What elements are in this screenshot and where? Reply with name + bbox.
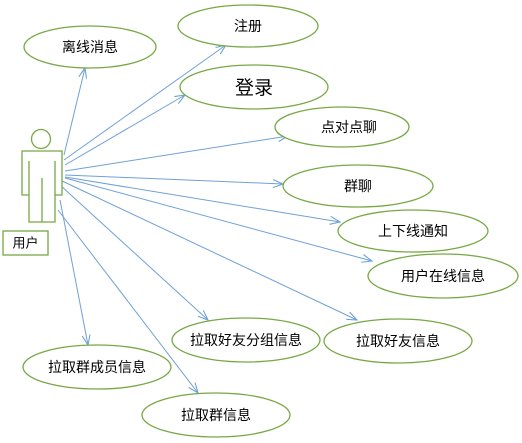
use-case-group-info: 拉取群信息 bbox=[141, 392, 291, 438]
use-case-group-chat: 群聊 bbox=[282, 164, 434, 208]
arrow-to-online-notify bbox=[64, 176, 340, 222]
use-case-online-notify-label: 上下线通知 bbox=[378, 223, 448, 240]
use-case-group-info-label: 拉取群信息 bbox=[181, 407, 251, 424]
use-case-offline-message-label: 离线消息 bbox=[62, 39, 118, 56]
use-case-group-member-info-label: 拉取群成员信息 bbox=[48, 359, 146, 376]
use-case-p2p-chat-label: 点对点聊 bbox=[321, 120, 377, 136]
use-case-register: 注册 bbox=[177, 4, 319, 48]
use-case-p2p-chat: 点对点聊 bbox=[274, 106, 410, 148]
use-case-login-label: 登录 bbox=[235, 77, 273, 99]
arrow-to-online-info bbox=[64, 177, 372, 261]
arrow-to-friend-group-info bbox=[59, 184, 208, 320]
actor-label-box bbox=[2, 230, 49, 256]
use-case-friend-group-info: 拉取好友分组信息 bbox=[171, 317, 321, 363]
use-case-friend-info: 拉取好友信息 bbox=[323, 318, 473, 364]
use-case-online-info-label: 用户在线信息 bbox=[401, 268, 485, 285]
use-case-offline-message: 离线消息 bbox=[23, 25, 157, 69]
association-arrows bbox=[57, 45, 372, 393]
arrow-to-group-member-info bbox=[59, 199, 88, 345]
use-case-group-member-info: 拉取群成员信息 bbox=[22, 344, 172, 390]
use-case-online-notify: 上下线通知 bbox=[337, 209, 489, 253]
actor-head bbox=[30, 128, 52, 150]
arrow-to-group-info bbox=[57, 209, 198, 393]
arrow-to-friend-info bbox=[59, 179, 357, 320]
use-case-friend-group-info-label: 拉取好友分组信息 bbox=[190, 332, 302, 349]
arrow-to-p2p-chat bbox=[64, 136, 288, 172]
use-case-register-label: 注册 bbox=[234, 19, 262, 35]
arrow-to-offline-msg bbox=[63, 68, 85, 156]
arrow-to-login bbox=[64, 95, 185, 166]
use-cases: 离线消息 注册 登录 点对点聊 群聊 上下线通知 bbox=[22, 4, 519, 438]
actor-label: 用户 bbox=[12, 236, 38, 252]
actor-user: 用户 bbox=[2, 128, 63, 256]
arrow-to-group-chat bbox=[64, 174, 283, 184]
use-case-group-chat-label: 群聊 bbox=[344, 179, 372, 195]
arrow-to-register bbox=[63, 45, 226, 161]
use-case-login: 登录 bbox=[179, 64, 329, 110]
use-case-online-info: 用户在线信息 bbox=[367, 253, 519, 299]
use-case-friend-info-label: 拉取好友信息 bbox=[356, 333, 440, 350]
actor-body bbox=[21, 150, 63, 223]
